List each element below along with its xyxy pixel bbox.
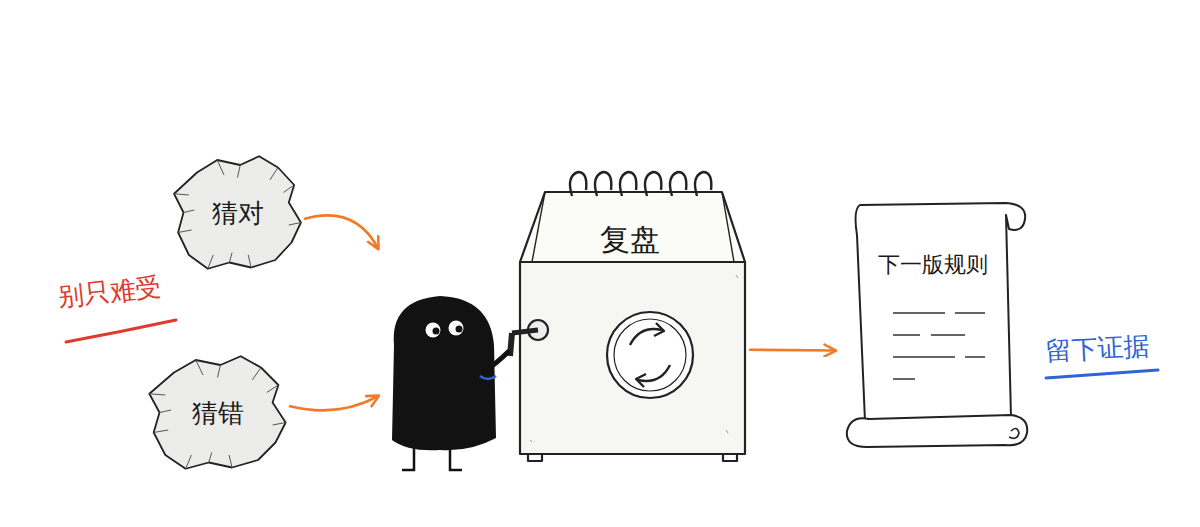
scroll-shape xyxy=(835,195,1030,450)
crease xyxy=(174,160,301,269)
scroll-node: 下一版规则 xyxy=(835,195,1030,450)
node-text: 下一版规则 xyxy=(878,250,988,280)
text-lines xyxy=(893,313,985,379)
machine-node: 复盘 xyxy=(378,170,750,460)
scroll-curl xyxy=(1009,428,1019,438)
paper-ball-node: 猜错 xyxy=(145,350,290,475)
arrow-connector xyxy=(290,396,378,410)
scroll-body xyxy=(856,203,1026,421)
underline xyxy=(66,320,176,342)
note-label: 别只难受 xyxy=(56,269,163,315)
crease xyxy=(149,360,285,469)
character xyxy=(392,296,508,470)
paper-ball-node: 猜对 xyxy=(170,150,305,275)
scroll-roll xyxy=(847,415,1027,447)
node-text: 猜对 xyxy=(212,195,264,230)
arrow-connector xyxy=(305,215,378,248)
note-label: 留下证据 xyxy=(1045,329,1151,369)
underline xyxy=(1046,370,1158,378)
paper-ball xyxy=(174,156,301,269)
arrow-connector xyxy=(750,348,835,351)
node-text: 猜错 xyxy=(192,395,244,430)
paper-ball xyxy=(149,356,285,469)
review-machine xyxy=(510,172,745,461)
node-text: 复盘 xyxy=(600,220,660,261)
